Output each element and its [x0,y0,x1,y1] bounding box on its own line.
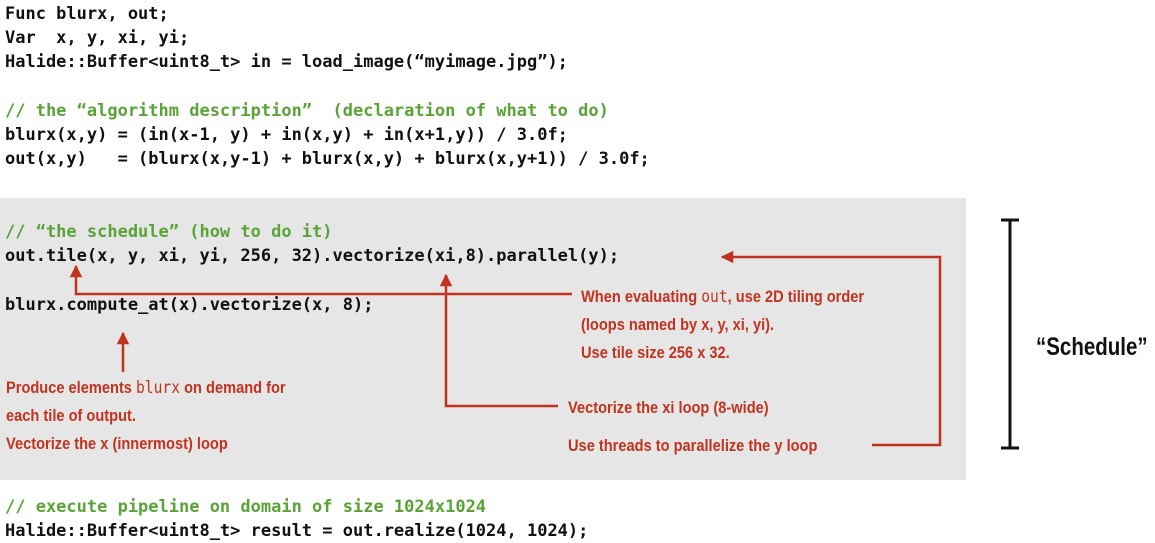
schedule-box [0,198,966,480]
code-line-blurx-def: blurx(x,y) = (in(x-1, y) + in(x,y) + in(… [5,125,568,145]
tiling-arrow [69,264,572,296]
schedule-label: “Schedule” [1036,333,1148,361]
execute-code-block: // execute pipeline on domain of size 10… [5,495,588,543]
setup-code-block: Func blurx, out; Var x, y, xi, yi; Halid… [5,2,568,74]
code-line-buffer-in: Halide::Buffer<uint8_t> in = load_image(… [5,52,568,72]
tiling-annotation: When evaluating out, use 2D tiling order… [581,287,865,362]
algorithm-comment: // the “algorithm description” (declarat… [5,101,609,121]
code-line-realize: Halide::Buffer<uint8_t> result = out.rea… [5,521,589,541]
vectorize-arrow [439,273,558,408]
execute-comment: // execute pipeline on domain of size 10… [5,497,487,517]
code-line-func: Func blurx, out; [5,4,169,24]
schedule-comment: // “the schedule” (how to do it) [5,222,333,242]
code-line-blurx-compute-at: blurx.compute_at(x).vectorize(x, 8); [5,295,374,315]
schedule-blurx-block: blurx.compute_at(x).vectorize(x, 8); [5,293,373,317]
parallel-arrow [720,250,942,447]
blurx-code-ref: blurx [136,378,181,398]
parallel-annotation: Use threads to parallelize the y loop [568,436,818,455]
algorithm-code-block: // the “algorithm description” (declarat… [5,99,650,171]
schedule-comment-block: // “the schedule” (how to do it) out.til… [5,220,619,268]
code-line-out-tile: out.tile(x, y, xi, yi, 256, 32).vectoriz… [5,246,620,266]
out-code-ref: out [701,287,728,307]
code-line-var: Var x, y, xi, yi; [5,28,190,48]
schedule-bracket [1001,218,1019,450]
code-line-out-def: out(x,y) = (blurx(x,y-1) + blurx(x,y) + … [5,149,650,169]
vectorize-annotation: Vectorize the xi loop (8-wide) [568,398,769,417]
